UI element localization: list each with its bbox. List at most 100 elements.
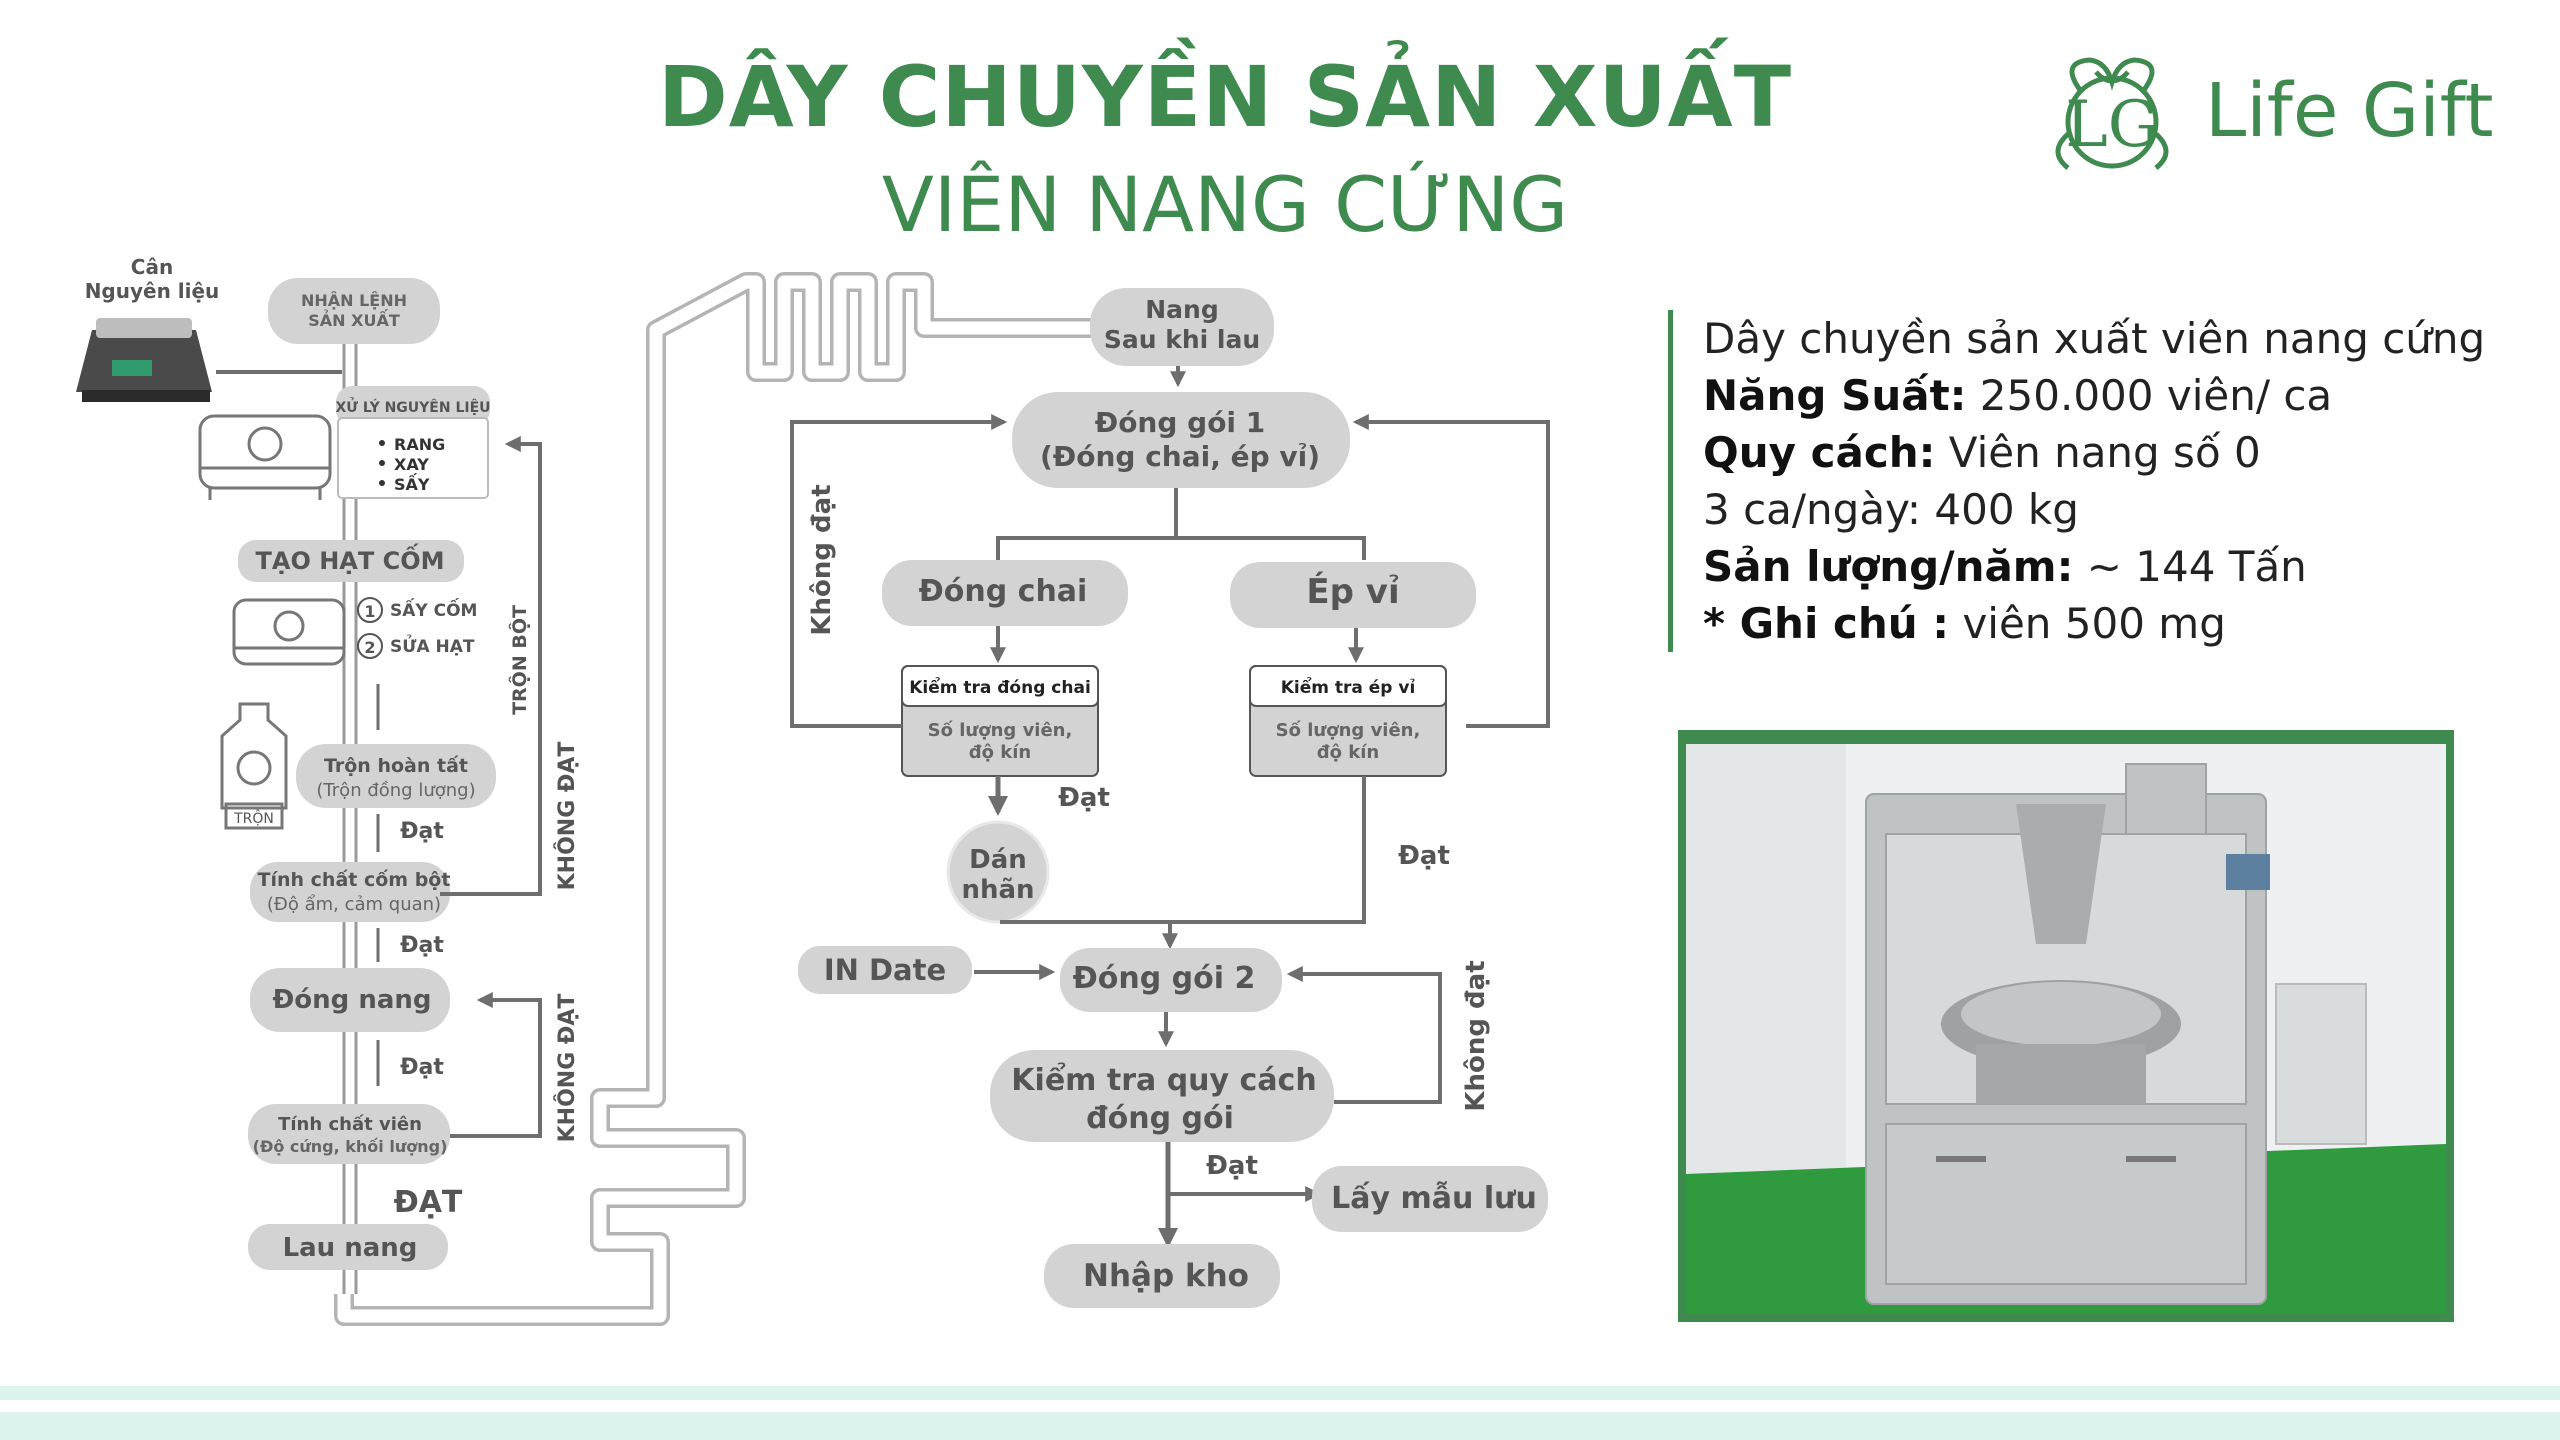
labeling-label: Dán [969, 845, 1027, 875]
note-value: viên 500 mg [1949, 599, 2226, 648]
info-spec: Quy cách: Viên nang số 0 [1703, 424, 2485, 481]
remix-label: TRỘN BỘT [507, 605, 531, 715]
line-info: Dây chuyền sản xuất viên nang cứng Năng … [1668, 310, 2485, 652]
blister-check-body-2: độ kín [1317, 742, 1379, 763]
bottle-check-body-2: độ kín [969, 742, 1031, 763]
bottle-check-body: Số lượng viên, [928, 720, 1073, 741]
polish-label: Lau nang [283, 1233, 418, 1263]
scale-label-2: Nguyên liệu [85, 279, 220, 303]
scale-icon [76, 318, 212, 402]
mix-done-sub: (Trộn đồng lượng) [316, 780, 475, 801]
granulate-label: TẠO HẠT CỐM [256, 542, 445, 575]
polish-node [248, 1224, 448, 1270]
polished-label: Nang [1145, 295, 1219, 324]
process-steps-box [337, 417, 489, 499]
granulate-step: SẤY CỐM [390, 597, 477, 621]
footer-band [0, 1412, 2560, 1440]
life-gift-logo: LG [2055, 57, 2169, 170]
pass-label: Đạt [1058, 783, 1110, 813]
pass-label: Đạt [1206, 1151, 1258, 1181]
capsule-machine-image [1686, 744, 2446, 1314]
retain-sample-node [1312, 1166, 1548, 1232]
blister-label: Ép vỉ [1306, 571, 1399, 612]
packaging-1-label: Đóng gói 1 [1095, 406, 1266, 439]
in-date-node [798, 946, 972, 994]
spec-value: Viên nang số 0 [1935, 428, 2261, 477]
page-subtitle: VIÊN NANG CỨNG [881, 160, 1569, 249]
fail-label: KHÔNG ĐẠT [554, 742, 580, 891]
scale-label: Cân [131, 255, 173, 279]
pass-label: Đạt [400, 933, 444, 958]
packaging-check-node [990, 1050, 1334, 1142]
packaging-1-sub: (Đóng chai, ép vỉ) [1040, 440, 1320, 473]
info-output: Sản lượng/năm: ~ 144 Tấn [1703, 538, 2485, 595]
granule-props-node [250, 862, 450, 922]
bottle-check-title: Kiểm tra đóng chai [909, 676, 1091, 698]
packaging-2-label: Đóng gói 2 [1073, 961, 1256, 996]
bottling-node [882, 560, 1128, 626]
receive-order-node [268, 278, 440, 344]
packaging-check-sub: đóng gói [1086, 1101, 1234, 1136]
step-number: 2 [364, 638, 375, 657]
pass-upper-label: ĐẠT [394, 1185, 463, 1220]
fail-label: KHÔNG ĐẠT [554, 994, 580, 1143]
pass-label: Đạt [1398, 841, 1450, 871]
mix-done-node [296, 744, 496, 808]
process-title: XỬ LÝ NGUYÊN LIỆU [335, 397, 490, 416]
in-date-label: IN Date [824, 953, 946, 987]
blister-check-title: Kiểm tra ép vỉ [1281, 676, 1416, 698]
process-step: SẤY [394, 473, 430, 494]
capsule-props-label: Tính chất viên [278, 1114, 422, 1135]
info-title: Dây chuyền sản xuất viên nang cứng [1703, 314, 2486, 363]
granule-props-sub: (Độ ẩm, cảm quan) [267, 894, 441, 915]
encapsulate-node [250, 968, 450, 1032]
info-capacity: Năng Suất: 250.000 viên/ ca [1703, 367, 2485, 424]
packaging-1-node [1012, 392, 1350, 488]
mixer-label: TRỘN [233, 809, 274, 827]
capacity-label: Năng Suất: [1703, 371, 1967, 420]
output-label: Sản lượng/năm: [1703, 542, 2074, 591]
labeling-node [946, 820, 1050, 924]
encapsulate-label: Đóng nang [273, 985, 432, 1015]
note-label: * Ghi chú : [1703, 599, 1950, 648]
output-value: ~ 144 Tấn [2073, 542, 2307, 591]
fail-label: Không đạt [807, 484, 837, 635]
labeling-label-2: nhãn [961, 875, 1034, 905]
bottling-label: Đóng chai [919, 574, 1088, 609]
info-note: * Ghi chú : viên 500 mg [1703, 595, 2485, 652]
capsule-props-sub: (Độ cứng, khối lượng) [253, 1137, 448, 1156]
step-number: 1 [364, 602, 375, 621]
logo-monogram: LG [2065, 88, 2159, 162]
dryer-icon [232, 598, 346, 666]
machine-photo [1686, 744, 2446, 1314]
polished-label-2: Sau khi lau [1104, 325, 1260, 354]
fail-label: Không đạt [1461, 960, 1491, 1111]
packaging-2-node [1060, 948, 1282, 1012]
pass-label: Đạt [400, 1055, 444, 1080]
process-step: XAY [394, 455, 429, 474]
pass-label: Đạt [400, 819, 444, 844]
capacity-value: 250.000 viên/ ca [1966, 371, 2333, 420]
receive-order-label-2: SẢN XUẤT [308, 309, 400, 330]
mix-done-label: Trộn hoàn tất [324, 754, 468, 777]
page-title: DÂY CHUYỀN SẢN XUẤT [657, 48, 1792, 146]
mixer-icon [220, 702, 288, 830]
logo-text: Life Gift [2205, 68, 2494, 154]
polished-capsule-node [1090, 288, 1274, 366]
spec-label: Quy cách: [1703, 428, 1936, 477]
packaging-check-label: Kiểm tra quy cách [1011, 1062, 1316, 1098]
capsule-props-node [248, 1104, 450, 1164]
granulate-step: SỬA HẠT [390, 633, 475, 657]
receive-order-label: NHẬN LỆNH [301, 290, 407, 310]
warehouse-label: Nhập kho [1083, 1258, 1249, 1294]
warehouse-node [1044, 1244, 1280, 1308]
granule-props-label: Tính chất cốm bột [258, 868, 451, 891]
blister-node [1230, 562, 1476, 628]
process-step: RANG [394, 435, 445, 454]
retain-sample-label: Lấy mẫu lưu [1331, 1180, 1537, 1216]
blister-check-body: Số lượng viên, [1276, 720, 1421, 741]
tank-icon [198, 414, 332, 500]
granulate-node [238, 540, 464, 582]
info-shifts: 3 ca/ngày: 400 kg [1703, 485, 2079, 534]
